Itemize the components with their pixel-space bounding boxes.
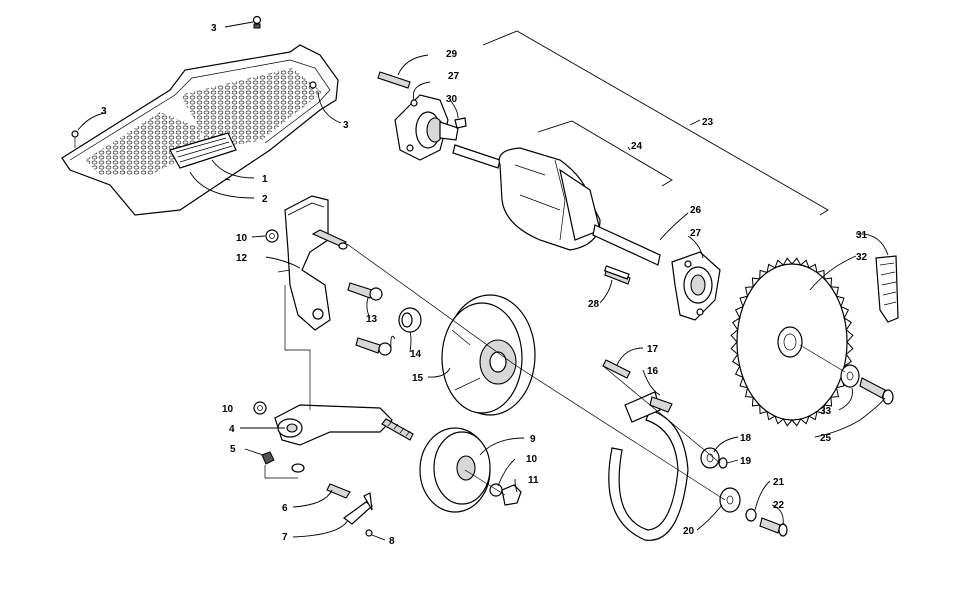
mount-bracket: [265, 195, 348, 331]
bolts-13: [347, 282, 392, 356]
bearing-flange-right: [604, 251, 721, 321]
callout-3-left: 3: [101, 106, 107, 117]
callout-12: 12: [236, 253, 248, 264]
idler-wheel: [419, 427, 522, 513]
callout-15: 15: [412, 373, 424, 384]
bearing-flange-left: [377, 71, 467, 161]
callout-4: 4: [229, 424, 235, 435]
callout-1: 1: [262, 174, 268, 185]
callout-6: 6: [282, 503, 288, 514]
callout-10-top: 10: [236, 233, 248, 244]
callout-31: 31: [856, 230, 868, 241]
callout-10-low: 10: [526, 454, 538, 465]
callout-3-right: 3: [343, 120, 349, 131]
bracket-24: [537, 120, 673, 187]
callout-14: 14: [410, 349, 422, 360]
alignment-lines: [264, 243, 846, 501]
drive-chain: [875, 255, 899, 323]
brake-drum: [441, 294, 536, 416]
callout-17: 17: [647, 344, 659, 355]
callout-16: 16: [647, 366, 659, 377]
callout-5: 5: [230, 444, 236, 455]
cover-plate: [61, 15, 339, 216]
large-sprocket: [730, 257, 854, 427]
callout-21: 21: [773, 477, 785, 488]
callout-18: 18: [740, 433, 752, 444]
bushing-14: [398, 307, 422, 333]
callout-20: 20: [683, 526, 695, 537]
callout-2: 2: [262, 194, 268, 205]
callout-29: 29: [446, 49, 458, 60]
callout-3-top: 3: [211, 23, 217, 34]
callout-7: 7: [282, 532, 288, 543]
callout-13: 13: [366, 314, 378, 325]
callout-27-right: 27: [690, 228, 702, 239]
callout-33: 33: [820, 406, 832, 417]
callout-23: 23: [702, 117, 714, 128]
shaft-key: [603, 265, 630, 280]
leader-lines: [77, 21, 889, 541]
callout-8: 8: [389, 536, 395, 547]
sprocket-bolt: [840, 364, 894, 405]
callout-28: 28: [588, 299, 600, 310]
callout-labels: 1 2 3 3 3 4 5 6 7 8 9 10 10 10 11 12 13 …: [101, 23, 868, 547]
callout-9: 9: [530, 434, 536, 445]
bracket-23: [482, 30, 829, 216]
tension-arm: [253, 401, 414, 473]
brake-band: [602, 359, 689, 541]
callout-30: 30: [446, 94, 458, 105]
callout-11: 11: [528, 475, 539, 486]
callout-32: 32: [856, 252, 868, 263]
callout-24: 24: [631, 141, 643, 152]
callout-19: 19: [740, 456, 752, 467]
callout-25: 25: [820, 433, 832, 444]
callout-27-left: 27: [448, 71, 460, 82]
callout-10-mid: 10: [222, 404, 234, 415]
washers-18-22: [700, 447, 788, 537]
callout-26: 26: [690, 205, 702, 216]
callout-22: 22: [773, 500, 785, 511]
drive-sprocket-shaft: [452, 144, 661, 266]
adjuster-hardware: [326, 483, 373, 537]
